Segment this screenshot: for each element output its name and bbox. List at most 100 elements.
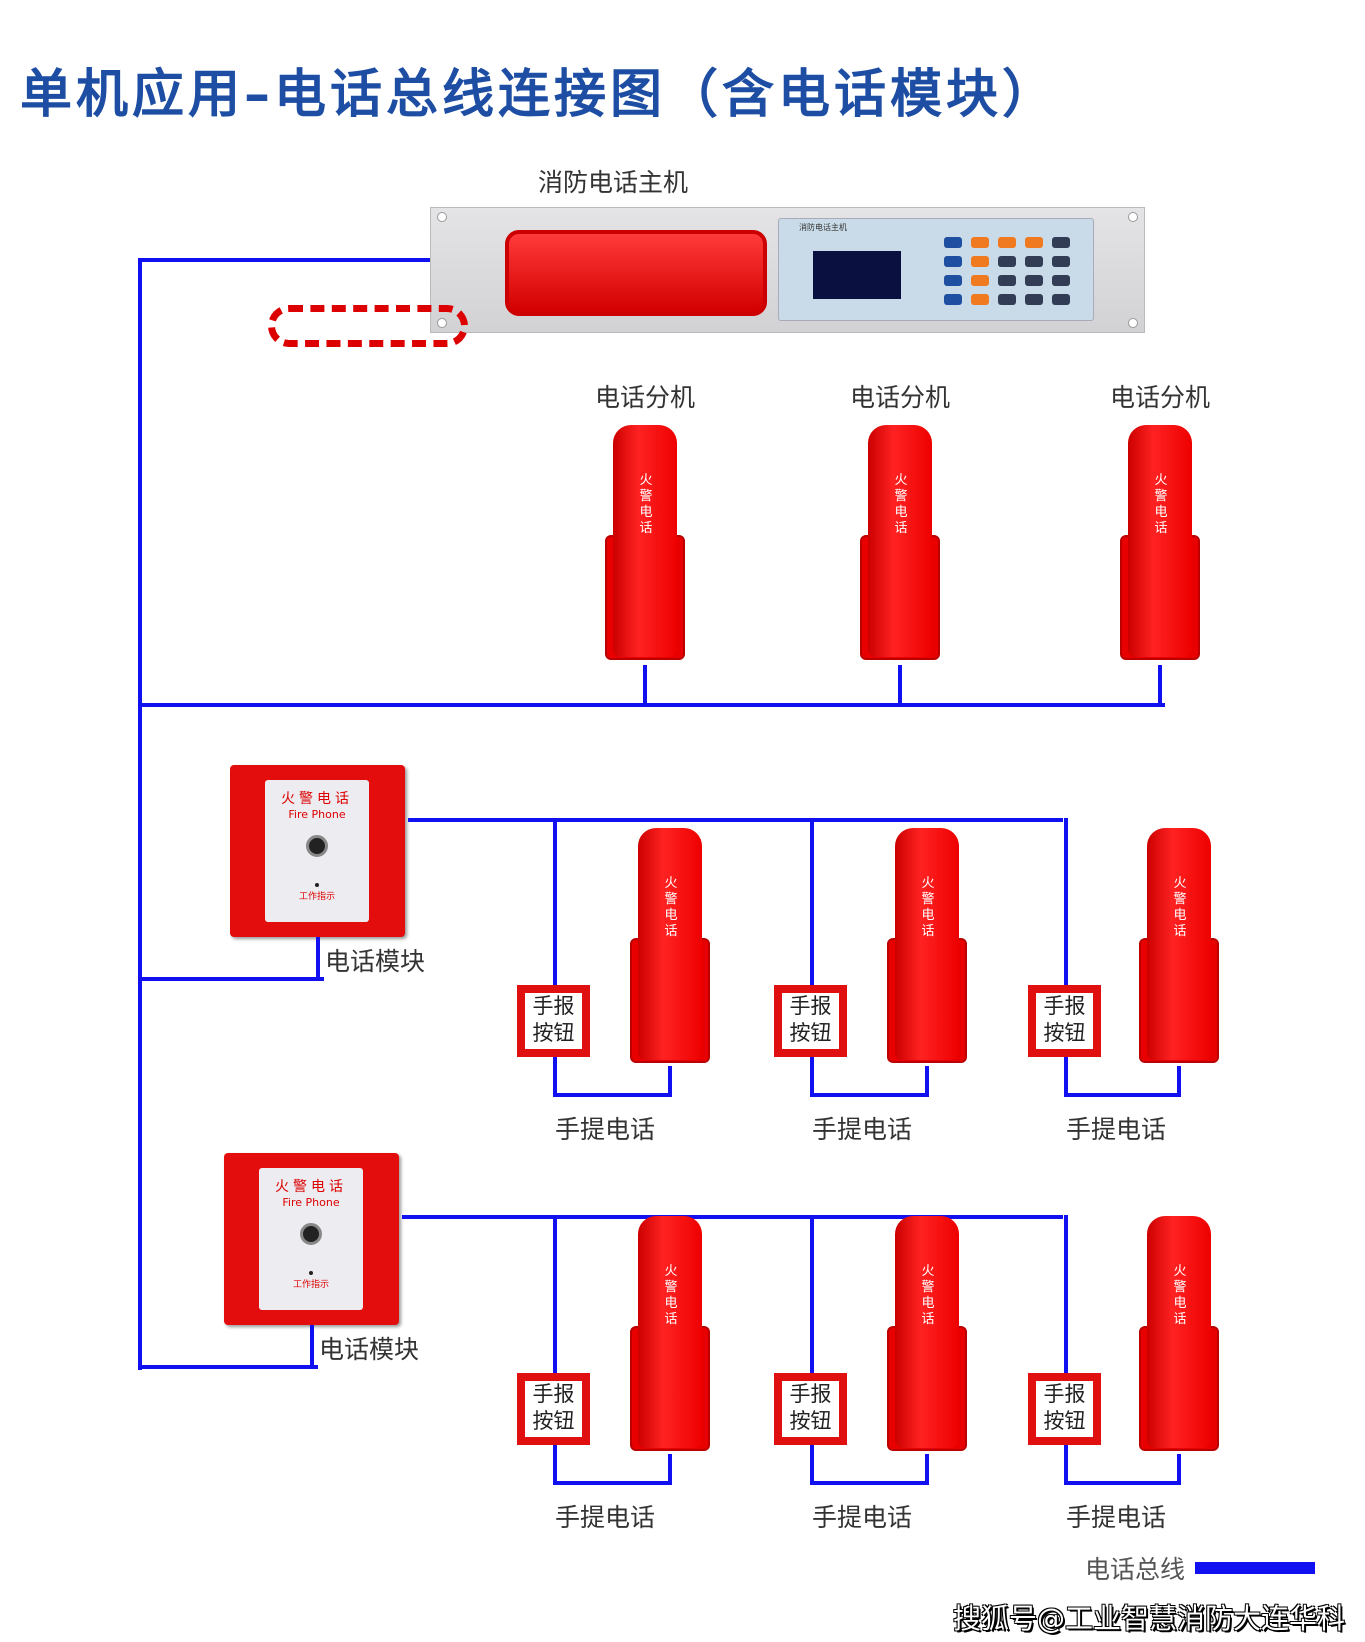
phone-text: 火警电话 (921, 876, 935, 939)
handset-coil-cord (268, 305, 468, 347)
bus-wire (138, 703, 1165, 707)
watermark: 搜狐号@工业智慧消防大连华科 (953, 1602, 1346, 1635)
bus-wire (402, 1215, 1063, 1219)
bus-wire (310, 1325, 314, 1367)
bus-wire (1177, 1066, 1181, 1097)
keypad-key (998, 256, 1016, 267)
bus-wire (1064, 1093, 1179, 1097)
indicator-led (309, 1271, 313, 1275)
keypad-key (971, 294, 989, 305)
module-label: 电话模块 (319, 1335, 420, 1364)
phone-body (895, 1216, 959, 1448)
phone-body (868, 425, 932, 657)
host-keypad-panel: 消防电话主机 (778, 218, 1094, 321)
module-indicator-label: 工作指示 (292, 1280, 329, 1290)
extension-label: 电话分机 (595, 383, 696, 412)
bus-wire (810, 1481, 927, 1485)
host-lcd-screen (813, 251, 901, 299)
extension-label: 电话分机 (850, 383, 951, 412)
keypad-key (971, 256, 989, 267)
keypad-key (998, 275, 1016, 286)
button-label: 手报按钮 (782, 993, 839, 1049)
module-face-en: Fire Phone (282, 1196, 340, 1209)
diagram-title: 单机应用–电话总线连接图（含电话模块） (20, 65, 1059, 125)
keypad-key (944, 275, 962, 286)
bus-wire (1177, 1454, 1181, 1485)
bus-wire (668, 1066, 672, 1097)
fire-phone-handset: 火警电话 (630, 1216, 710, 1456)
bus-wire (925, 1454, 929, 1485)
handheld-phone-label: 手提电话 (1066, 1503, 1167, 1532)
fire-phone-handset: 火警电话 (887, 1216, 967, 1456)
module-label: 电话模块 (325, 947, 426, 976)
keypad-key (944, 256, 962, 267)
phone-body (895, 828, 959, 1060)
keypad-key (1052, 275, 1070, 286)
bus-wire (1064, 1445, 1068, 1485)
bus-wire (668, 1454, 672, 1485)
module-face-en: Fire Phone (288, 808, 346, 821)
bus-wire (138, 1365, 318, 1369)
bus-wire (553, 1057, 557, 1097)
phone-text: 火警电话 (894, 473, 908, 536)
keypad-key (998, 294, 1016, 305)
bus-wire (138, 977, 324, 981)
keypad-key (1052, 256, 1070, 267)
keypad-key (1025, 294, 1043, 305)
keypad-key (1025, 237, 1043, 248)
phone-text: 火警电话 (1173, 1264, 1187, 1327)
manual-alarm-button: 手报按钮 (774, 1373, 847, 1445)
phone-text: 火警电话 (1154, 473, 1168, 536)
keypad-key (971, 275, 989, 286)
fire-phone-handset: 火警电话 (1139, 1216, 1219, 1456)
indicator-led (315, 883, 319, 887)
button-label: 手报按钮 (525, 1381, 582, 1437)
keypad-key (1052, 237, 1070, 248)
bus-wire (1064, 818, 1068, 985)
phone-jack-icon (300, 1223, 322, 1245)
bus-wire (810, 818, 814, 985)
host-panel-text: 消防电话主机 (799, 223, 847, 232)
keypad-key (944, 294, 962, 305)
phone-text: 火警电话 (639, 473, 653, 536)
manual-alarm-button: 手报按钮 (1028, 1373, 1101, 1445)
module-indicator-label: 工作指示 (298, 892, 335, 902)
manual-alarm-button: 手报按钮 (1028, 985, 1101, 1057)
fire-phone-handset: 火警电话 (605, 425, 685, 665)
bus-wire (553, 818, 557, 985)
bus-wire (553, 1093, 670, 1097)
keypad-key (998, 237, 1016, 248)
extension-label: 电话分机 (1110, 383, 1211, 412)
bus-wire (810, 1057, 814, 1097)
button-label: 手报按钮 (525, 993, 582, 1049)
fire-phone-handset: 火警电话 (887, 828, 967, 1068)
bus-wire (1064, 1215, 1068, 1373)
handheld-phone-label: 手提电话 (555, 1115, 656, 1144)
phone-body (1128, 425, 1192, 657)
keypad-key (1025, 256, 1043, 267)
button-label: 手报按钮 (782, 1381, 839, 1437)
bus-wire (898, 665, 902, 705)
keypad-key (1025, 275, 1043, 286)
bus-wire (810, 1093, 927, 1097)
fire-phone-handset: 火警电话 (1120, 425, 1200, 665)
phone-text: 火警电话 (921, 1264, 935, 1327)
manual-alarm-button: 手报按钮 (774, 985, 847, 1057)
handheld-phone-label: 手提电话 (555, 1503, 656, 1532)
bus-wire (810, 1445, 814, 1485)
handheld-phone-label: 手提电话 (812, 1503, 913, 1532)
host-handset (505, 230, 767, 316)
keypad-key (1052, 294, 1070, 305)
legend-bus-line (1195, 1562, 1315, 1574)
fire-phone-handset: 火警电话 (860, 425, 940, 665)
bus-wire (408, 818, 1063, 822)
bus-wire (553, 1215, 557, 1373)
bus-wire (1064, 1481, 1179, 1485)
bus-wire (1158, 665, 1162, 705)
handheld-phone-label: 手提电话 (1066, 1115, 1167, 1144)
phone-text: 火警电话 (664, 876, 678, 939)
